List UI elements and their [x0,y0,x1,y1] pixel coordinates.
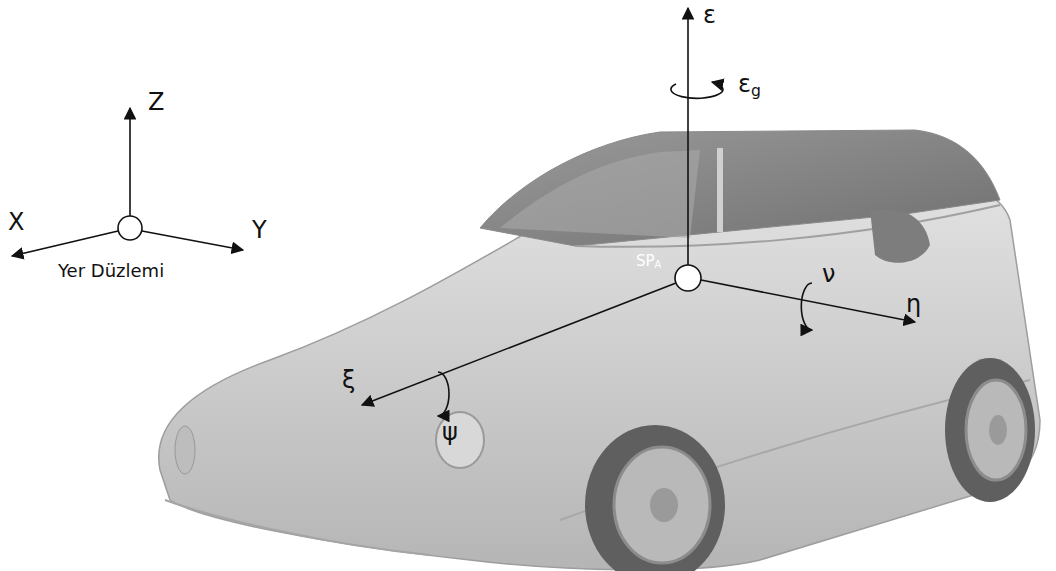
rotation-name: ψ [442,420,458,444]
axis-name: ε [703,3,716,27]
rotation-name: ν [822,262,835,286]
point-name: SPA [636,254,661,269]
wheel [945,358,1035,502]
rotation-name: εg [738,72,761,96]
axis-name: η [906,292,921,316]
axis-name: X [8,210,24,234]
axis-name: Z [148,90,164,114]
axis-name: ξ [342,368,355,392]
plane-name: Yer Düzlemi [58,262,164,280]
vehicle-axes [362,8,915,416]
ground-axes [12,108,243,256]
axis-name: Y [252,218,267,242]
wheel [585,425,725,571]
